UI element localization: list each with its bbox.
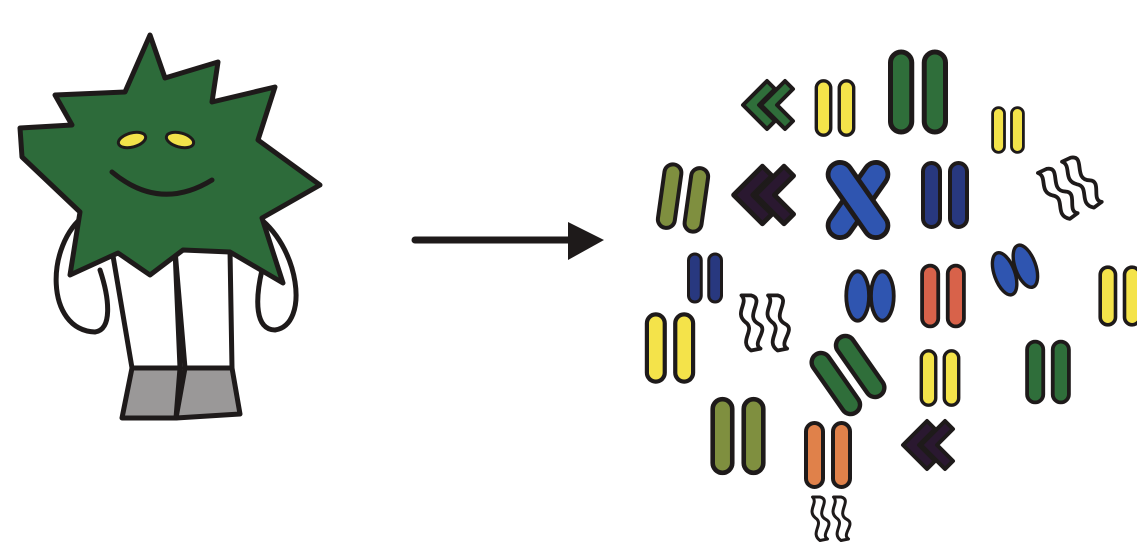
chromatid bbox=[1012, 108, 1024, 153]
chromosome-pair-icon bbox=[1027, 342, 1069, 403]
chromosome-pair-icon bbox=[987, 242, 1042, 298]
chromatid bbox=[1125, 267, 1137, 325]
chromatid bbox=[767, 295, 788, 350]
chromosome-pair-icon bbox=[657, 163, 709, 233]
chromatid bbox=[709, 254, 722, 302]
chromatid bbox=[921, 351, 935, 405]
chromosome-pair-icon bbox=[806, 423, 850, 487]
chromatid bbox=[1053, 342, 1069, 403]
chromosome-pair-icon bbox=[734, 166, 794, 224]
chromatid bbox=[924, 52, 945, 132]
chromosome-pair-icon bbox=[823, 158, 892, 243]
chromosome-pair-icon bbox=[1100, 267, 1137, 325]
chromatid bbox=[713, 399, 733, 473]
chromosome-pair-icon bbox=[713, 399, 764, 473]
chromatid bbox=[833, 423, 850, 487]
star-character-icon bbox=[20, 35, 320, 418]
chromosome-pair-icon bbox=[993, 108, 1024, 153]
chromatid bbox=[812, 497, 829, 541]
chromatid bbox=[923, 163, 940, 227]
chromatid bbox=[741, 295, 762, 350]
chromosome-pair-icon bbox=[1037, 153, 1104, 223]
chromosome-pair-icon bbox=[921, 351, 958, 405]
chromatid bbox=[689, 254, 702, 302]
chromosome-pair-icon bbox=[647, 314, 693, 381]
right-leg bbox=[175, 250, 232, 368]
chromatid bbox=[948, 266, 964, 327]
right-arrow-icon bbox=[415, 222, 604, 260]
chromatid bbox=[871, 271, 894, 320]
chromatid bbox=[833, 497, 850, 541]
chromatid bbox=[657, 163, 683, 229]
chromatid bbox=[806, 423, 823, 487]
chromosome-pair-icon bbox=[808, 332, 888, 417]
chromosome-pair-icon bbox=[891, 52, 946, 132]
chromosome-pair-icon bbox=[903, 421, 953, 469]
chromatid bbox=[944, 351, 958, 405]
chromatid bbox=[950, 163, 967, 227]
chromosome-pair-icon bbox=[741, 295, 789, 350]
chromosome-pair-icon bbox=[922, 266, 964, 327]
chromosome-pair-icon bbox=[846, 271, 894, 320]
chromosome-pair-icon bbox=[923, 163, 967, 227]
right-shoe bbox=[176, 368, 240, 418]
chromosome-set bbox=[647, 52, 1137, 541]
chromatid bbox=[1027, 342, 1043, 403]
chromatid bbox=[891, 52, 912, 132]
chromatid bbox=[647, 314, 665, 381]
chromatid bbox=[683, 167, 709, 233]
chromatid bbox=[993, 108, 1005, 153]
chromatid bbox=[846, 271, 869, 320]
chromatid bbox=[675, 314, 693, 381]
chromatid bbox=[922, 266, 938, 327]
chromatid bbox=[839, 81, 853, 135]
chromosome-pair-icon bbox=[812, 497, 850, 541]
chromatid bbox=[1100, 267, 1115, 325]
left-shoe bbox=[122, 368, 180, 418]
chromosome-pair-icon bbox=[816, 81, 853, 135]
chromosome-pair-icon bbox=[743, 81, 793, 129]
arrow-head bbox=[568, 222, 604, 260]
chromatid bbox=[816, 81, 830, 135]
chromosome-pair-icon bbox=[689, 254, 722, 302]
chromatid bbox=[744, 399, 764, 473]
